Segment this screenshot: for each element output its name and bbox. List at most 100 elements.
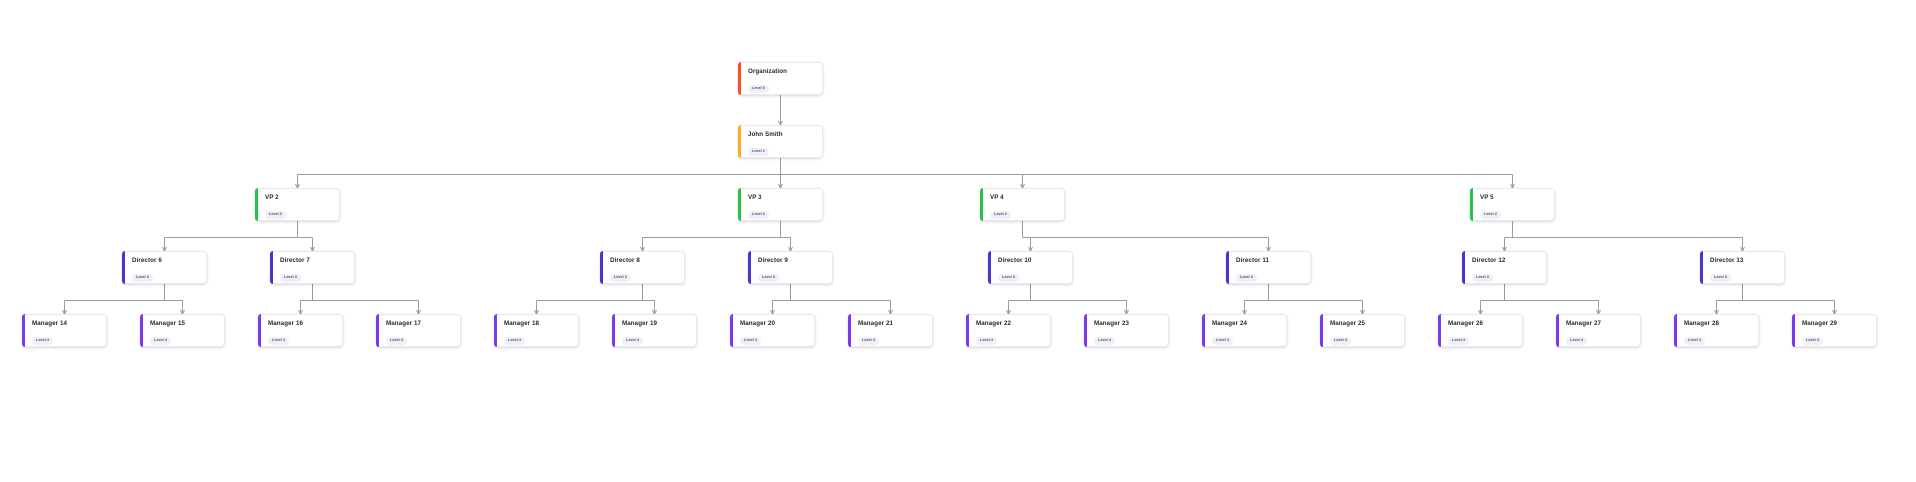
node-level-badge: Level 3 <box>758 273 779 282</box>
node-level-badge: Level 2 <box>990 210 1011 219</box>
node-title: Manager 16 <box>268 320 304 327</box>
node-title: Director 8 <box>610 257 640 264</box>
node-title: Manager 23 <box>1094 320 1130 327</box>
org-node-n11[interactable]: Director 11 Level 3 <box>1226 251 1311 284</box>
node-accent-bar <box>1084 314 1087 347</box>
node-title: VP 5 <box>1480 194 1494 201</box>
node-title: Manager 22 <box>976 320 1012 327</box>
org-node-n3[interactable]: VP 3 Level 2 <box>738 188 823 221</box>
org-node-n12[interactable]: Director 12 Level 3 <box>1462 251 1547 284</box>
node-accent-bar <box>140 314 143 347</box>
node-title: Manager 29 <box>1802 320 1838 327</box>
node-title: VP 3 <box>748 194 762 201</box>
node-title: Manager 26 <box>1448 320 1484 327</box>
node-title: Manager 25 <box>1330 320 1366 327</box>
node-title: Manager 14 <box>32 320 68 327</box>
node-level-badge: Level 4 <box>32 336 53 345</box>
node-level-badge: Level 4 <box>1684 336 1705 345</box>
node-title: Manager 17 <box>386 320 422 327</box>
org-node-n18[interactable]: Manager 18 Level 4 <box>494 314 579 347</box>
org-node-n25[interactable]: Manager 25 Level 4 <box>1320 314 1405 347</box>
node-level-badge: Level 1 <box>748 147 769 156</box>
org-node-n26[interactable]: Manager 26 Level 4 <box>1438 314 1523 347</box>
node-accent-bar <box>270 251 273 284</box>
node-accent-bar <box>22 314 25 347</box>
node-title: Manager 15 <box>150 320 186 327</box>
node-title: Director 7 <box>280 257 310 264</box>
node-accent-bar <box>1226 251 1229 284</box>
node-title: John Smith <box>748 131 783 138</box>
node-title: Director 11 <box>1236 257 1270 264</box>
node-level-badge: Level 4 <box>504 336 525 345</box>
node-title: Director 12 <box>1472 257 1506 264</box>
node-accent-bar <box>980 188 983 221</box>
node-accent-bar <box>1320 314 1323 347</box>
org-node-n15[interactable]: Manager 15 Level 4 <box>140 314 225 347</box>
org-node-n17[interactable]: Manager 17 Level 4 <box>376 314 461 347</box>
org-node-n23[interactable]: Manager 23 Level 4 <box>1084 314 1169 347</box>
node-level-badge: Level 3 <box>1710 273 1731 282</box>
node-accent-bar <box>738 188 741 221</box>
node-level-badge: Level 3 <box>610 273 631 282</box>
org-node-n7[interactable]: Director 7 Level 3 <box>270 251 355 284</box>
node-title: Manager 19 <box>622 320 658 327</box>
node-level-badge: Level 4 <box>1802 336 1823 345</box>
org-node-n14[interactable]: Manager 14 Level 4 <box>22 314 107 347</box>
node-accent-bar <box>255 188 258 221</box>
node-level-badge: Level 4 <box>1566 336 1587 345</box>
org-node-n9[interactable]: Director 9 Level 3 <box>748 251 833 284</box>
node-level-badge: Level 4 <box>1094 336 1115 345</box>
node-level-badge: Level 4 <box>1330 336 1351 345</box>
node-title: VP 2 <box>265 194 279 201</box>
node-accent-bar <box>988 251 991 284</box>
node-level-badge: Level 3 <box>1236 273 1257 282</box>
node-level-badge: Level 4 <box>1448 336 1469 345</box>
node-accent-bar <box>1462 251 1465 284</box>
node-accent-bar <box>494 314 497 347</box>
org-node-n20[interactable]: Manager 20 Level 4 <box>730 314 815 347</box>
node-accent-bar <box>612 314 615 347</box>
org-node-n5[interactable]: VP 5 Level 2 <box>1470 188 1555 221</box>
node-accent-bar <box>738 125 741 158</box>
org-node-n29[interactable]: Manager 29 Level 4 <box>1792 314 1877 347</box>
node-accent-bar <box>848 314 851 347</box>
org-node-n28[interactable]: Manager 28 Level 4 <box>1674 314 1759 347</box>
node-title: Manager 28 <box>1684 320 1720 327</box>
node-level-badge: Level 0 <box>748 84 769 93</box>
node-level-badge: Level 3 <box>132 273 153 282</box>
node-title: Manager 21 <box>858 320 894 327</box>
org-node-n8[interactable]: Director 8 Level 3 <box>600 251 685 284</box>
node-level-badge: Level 3 <box>1472 273 1493 282</box>
node-title: Director 9 <box>758 257 788 264</box>
node-level-badge: Level 4 <box>740 336 761 345</box>
node-title: Manager 18 <box>504 320 540 327</box>
node-level-badge: Level 4 <box>150 336 171 345</box>
node-title: Manager 20 <box>740 320 776 327</box>
node-accent-bar <box>1792 314 1795 347</box>
node-accent-bar <box>1470 188 1473 221</box>
node-title: Organization <box>748 68 788 75</box>
node-level-badge: Level 3 <box>998 273 1019 282</box>
node-title: Director 6 <box>132 257 162 264</box>
node-title: Manager 24 <box>1212 320 1248 327</box>
node-level-badge: Level 3 <box>280 273 301 282</box>
node-level-badge: Level 2 <box>748 210 769 219</box>
node-level-badge: Level 2 <box>1480 210 1501 219</box>
node-level-badge: Level 4 <box>386 336 407 345</box>
org-node-n6[interactable]: Director 6 Level 3 <box>122 251 207 284</box>
node-accent-bar <box>122 251 125 284</box>
node-accent-bar <box>730 314 733 347</box>
